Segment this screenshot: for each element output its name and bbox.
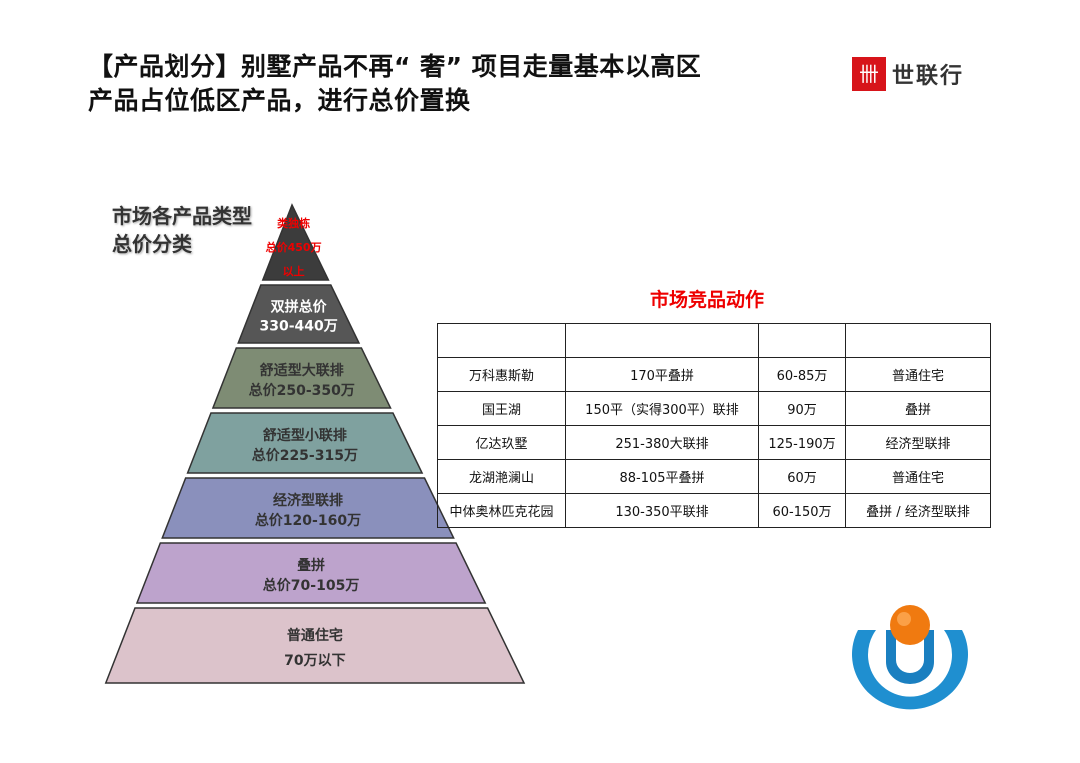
table-cell: 60万 — [758, 459, 846, 494]
table-title: 市场竞品动作 — [650, 289, 765, 311]
pyramid-tier-label: 双拼总价 — [271, 298, 328, 315]
table-cell: 130-350平联排 — [565, 493, 759, 528]
pyramid-tier-label: 总价225-315万 — [252, 447, 358, 464]
table-cell: 亿达玖墅 — [437, 425, 566, 460]
table-cell: 60-85万 — [758, 357, 846, 392]
pyramid-tier-label: 经济型联排 — [273, 492, 343, 509]
title-line-2: 产品占位低区产品，进行总价置换 — [88, 86, 471, 115]
pyramid-tier — [237, 284, 361, 344]
table-cell: 中体奥林匹克花园 — [437, 493, 566, 528]
pyramid-tier-label: 总价450万 — [266, 240, 322, 254]
pyramid-tier — [104, 607, 526, 684]
pyramid-tier-label: 以上 — [283, 264, 305, 278]
pyramid-tier-label: 330-440万 — [259, 319, 337, 335]
pyramid-tier-label: 舒适型大联排 — [260, 362, 344, 379]
table-cell: 170平叠拼 — [565, 357, 759, 392]
logo-text: 世联行 — [892, 64, 965, 89]
pyramid-tier-label: 类独栋 — [277, 216, 310, 230]
company-emblem-icon — [852, 605, 968, 710]
table-cell: 国王湖 — [437, 391, 566, 426]
pyramid-title-line-1: 市场各产品类型 — [112, 204, 252, 228]
pyramid-tier-label: 总价70-105万 — [263, 577, 360, 594]
table-cell: 普通住宅 — [845, 459, 991, 494]
logo-mark-icon: 卌 — [852, 57, 886, 91]
table-cell: 60-150万 — [758, 493, 846, 528]
pyramid-tier-label: 总价120-160万 — [255, 512, 361, 529]
page-title: 【产品划分】别墅产品不再“ 奢” 项目走量基本以高区 产品占位低区产品，进行总价… — [88, 50, 701, 118]
pyramid-tier-label: 70万以下 — [284, 653, 345, 669]
pyramid-tier — [211, 347, 392, 409]
table-header-row — [437, 323, 991, 358]
table-cell: 万科惠斯勒 — [437, 357, 566, 392]
table-cell: 叠拼 — [845, 391, 991, 426]
table-cell: 经济型联排 — [845, 425, 991, 460]
pyramid-tier — [261, 203, 330, 281]
table-cell — [437, 323, 566, 358]
pyramid-tier-label: 舒适型小联排 — [263, 427, 347, 444]
table-cell: 叠拼 / 经济型联排 — [845, 493, 991, 528]
pyramid-tier-label: 总价250-350万 — [249, 382, 355, 399]
table-cell: 150平（实得300平）联排 — [565, 391, 759, 426]
company-logo: 卌 世联行 — [852, 57, 964, 91]
table-cell: 龙湖滟澜山 — [437, 459, 566, 494]
table-cell: 90万 — [758, 391, 846, 426]
pyramid-tier-label: 普通住宅 — [287, 627, 343, 644]
pyramid-title-line-2: 总价分类 — [112, 232, 192, 256]
pyramid-tier — [135, 542, 487, 604]
table-cell: 普通住宅 — [845, 357, 991, 392]
table-cell — [845, 323, 991, 358]
table-cell: 125-190万 — [758, 425, 846, 460]
table-cell — [758, 323, 846, 358]
pyramid-tier — [161, 477, 455, 539]
title-line-1: 【产品划分】别墅产品不再“ 奢” 项目走量基本以高区 — [88, 52, 702, 81]
pyramid-tier-label: 叠拼 — [297, 557, 325, 574]
pyramid-tier — [186, 412, 424, 474]
table-cell: 88-105平叠拼 — [565, 459, 759, 494]
table-cell: 251-380大联排 — [565, 425, 759, 460]
table-cell — [565, 323, 759, 358]
pyramid-title: 市场各产品类型 总价分类 — [112, 202, 252, 258]
